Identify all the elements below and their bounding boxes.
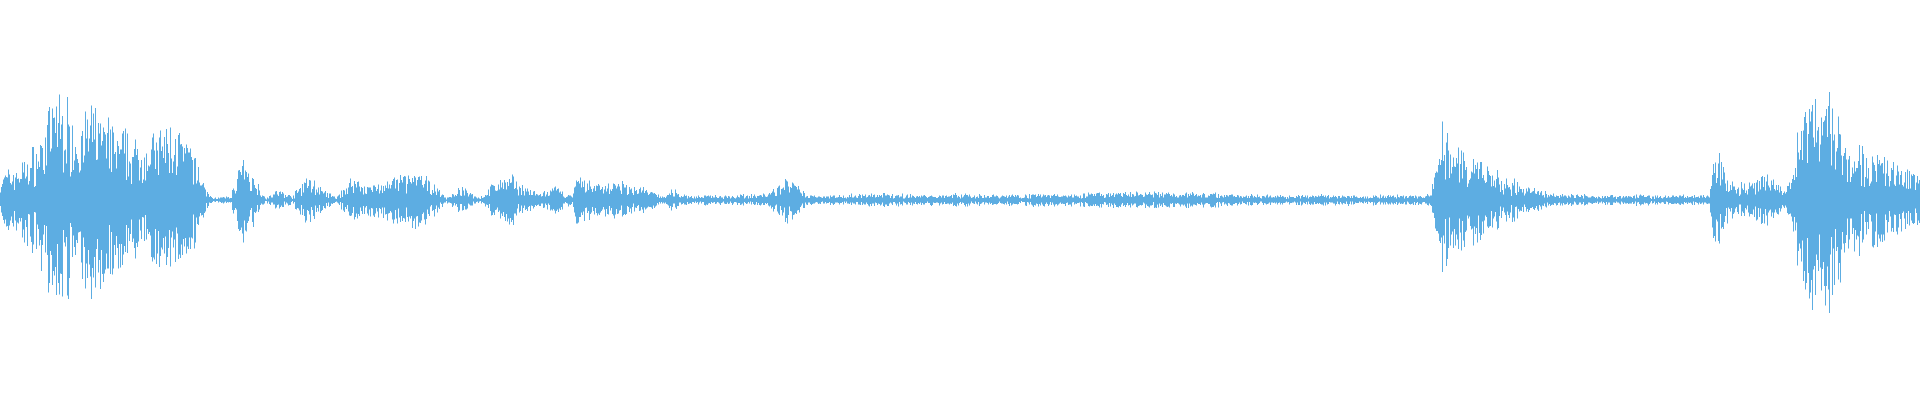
waveform-samples bbox=[0, 92, 1920, 314]
